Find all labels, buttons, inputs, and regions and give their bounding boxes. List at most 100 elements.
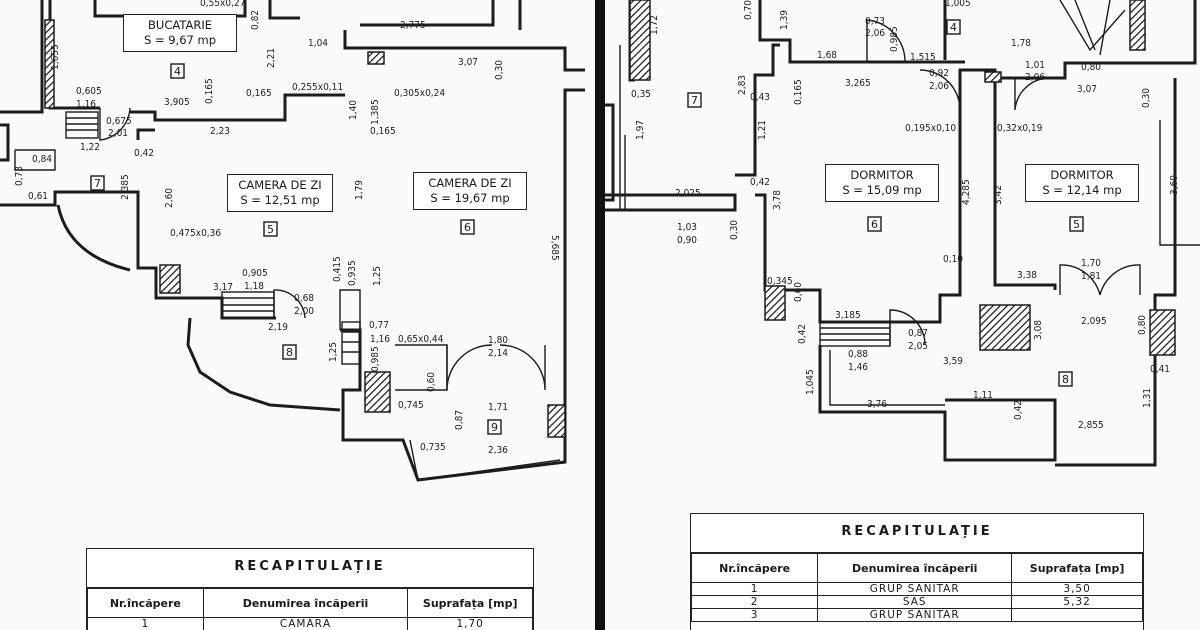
room-name: CAMERA DE ZI: [238, 178, 322, 192]
dim-text: 5,685: [549, 235, 560, 261]
dim-text: 1,31: [1142, 388, 1153, 408]
dim-text: 1,18: [244, 281, 264, 292]
dim-text: 2,855: [1078, 420, 1104, 431]
dim-text: 2,83: [737, 75, 748, 95]
room-area: S = 12,14 mp: [1042, 183, 1122, 197]
dim-text: 1,01: [1025, 60, 1045, 71]
dim-text: 0,87: [908, 328, 928, 339]
dim-text: 1,045: [805, 369, 816, 395]
room-number: 4: [950, 21, 957, 34]
col-header: Denumirea încăperii: [817, 553, 1013, 583]
stairs-right: [819, 0, 1126, 347]
recap-grid: Nr.încăpere Denumirea încăperii Suprafaț…: [690, 553, 1143, 622]
cell: 2: [690, 595, 819, 609]
dim-text: 0,90: [677, 235, 697, 246]
dim-text: 0,87: [454, 410, 465, 430]
dim-text: 2,775: [400, 20, 426, 31]
table-row: 1 GRUP SANITAR 3,50: [690, 582, 1143, 596]
dim-text: 1,25: [328, 342, 339, 362]
dim-text: 0,165: [370, 126, 396, 137]
dim-text: 0,42: [134, 148, 154, 159]
room-number: 8: [286, 346, 293, 359]
room-name: CAMERA DE ZI: [428, 176, 512, 190]
dim-text: 0,705: [743, 0, 754, 20]
dim-text: 3,07: [458, 57, 478, 68]
dim-text: 0,41: [1150, 364, 1170, 375]
dim-text: 1,68: [817, 50, 837, 61]
room-number: 7: [691, 94, 698, 107]
dim-text: 0,42: [1013, 400, 1024, 420]
panel-divider: [595, 0, 605, 630]
dim-text: 3,905: [164, 97, 190, 108]
columns-left: [44, 19, 566, 438]
dim-text: 0,80: [1081, 62, 1101, 73]
plan-drawing-left: 0,55x0,27 1,655 0,82 2,21 1,04 2,775 3,0…: [0, 0, 585, 482]
room-numbers-right: 6 5 7 4 8: [687, 19, 1084, 387]
dim-text: 2,06: [865, 28, 885, 39]
dim-text: 1,21: [757, 120, 768, 140]
dim-text: 1,04: [308, 38, 328, 49]
dim-text: 0,30: [1141, 88, 1152, 108]
walls-left: [0, 0, 585, 482]
room-name: DORMITOR: [850, 168, 914, 182]
room-label-dormitor-5: DORMITOR S = 12,14 mp: [1025, 164, 1139, 202]
dim-text: 1,22: [80, 142, 100, 153]
recap-grid: Nr.încăpere Denumirea încăperii Suprafaț…: [87, 588, 533, 630]
dim-text: 1,39: [779, 10, 790, 30]
room-name: BUCATARIE: [148, 18, 212, 32]
dim-text: 1,79: [354, 180, 365, 200]
dim-text: 0,43: [750, 92, 770, 103]
dim-text: 2,05: [908, 341, 928, 352]
col-header: Nr.încăpere: [690, 553, 819, 583]
cell: 1,70: [407, 617, 533, 630]
room-number: 4: [174, 65, 181, 78]
dim-text: 1,11: [973, 390, 993, 401]
dim-text: 3,07: [1077, 84, 1097, 95]
room-label-camera-6: CAMERA DE ZI S = 19,67 mp: [413, 172, 527, 210]
dim-text: 1,97: [635, 120, 646, 140]
dim-text: 2,025: [675, 188, 701, 199]
table-row: 3 GRUP SANITAR: [690, 608, 1143, 622]
dim-text: 1,72: [649, 15, 660, 35]
dim-text: 2,01: [108, 128, 128, 139]
room-area: S = 19,67 mp: [430, 191, 510, 205]
cell: CĂMARĂ: [202, 617, 409, 630]
dim-text: 0,475x0,36: [170, 228, 221, 239]
room-number: 6: [464, 221, 471, 234]
dim-text: 1,16: [370, 334, 390, 345]
dim-text: 0,905: [242, 268, 268, 279]
dim-text: 1,03: [677, 222, 697, 233]
dim-text: 2,06: [1025, 72, 1045, 83]
dim-text: 0,92: [929, 68, 949, 79]
dim-text: 0,42: [750, 177, 770, 188]
dim-text: 0,77: [369, 320, 389, 331]
dim-text: 2,385: [120, 174, 131, 200]
dim-text: 1,005: [945, 0, 971, 9]
dim-text: 0,935: [347, 260, 358, 286]
dim-text: 1,78: [1011, 38, 1031, 49]
room-number: 9: [491, 421, 498, 434]
room-number: 7: [94, 177, 101, 190]
cell: GRUP SANITAR: [817, 582, 1013, 596]
cell: 3,50: [1011, 582, 1143, 596]
col-header: Suprafața [mp]: [407, 588, 533, 618]
dim-text: 1,25: [372, 266, 383, 286]
dim-text: 1,80: [488, 335, 508, 346]
col-header: Denumirea încăperii: [202, 588, 409, 618]
cell: 1: [690, 582, 819, 596]
dim-text: 2,00: [294, 306, 314, 317]
columns-right: [629, 0, 1176, 356]
dim-text: 0,68: [294, 293, 314, 304]
doors-left: [99, 107, 546, 391]
floor-plan-left: 0,55x0,27 1,655 0,82 2,21 1,04 2,775 3,0…: [0, 0, 595, 630]
dim-text: 0,985: [889, 26, 900, 52]
dim-text: 1,71: [488, 402, 508, 413]
floor-plan-right: 1,72 0,705 1,39 1,005 0,73 2,06 0,985 2,…: [605, 0, 1200, 630]
cell: 5,32: [1011, 595, 1143, 609]
dim-text: 2,21: [266, 48, 277, 68]
dim-text: 3,185: [835, 310, 861, 321]
dim-text: 0,73: [14, 166, 25, 186]
col-header: Nr.încăpere: [87, 588, 204, 618]
dim-text: 0,65x0,44: [398, 334, 444, 345]
dim-text: 0,80: [1137, 315, 1148, 335]
